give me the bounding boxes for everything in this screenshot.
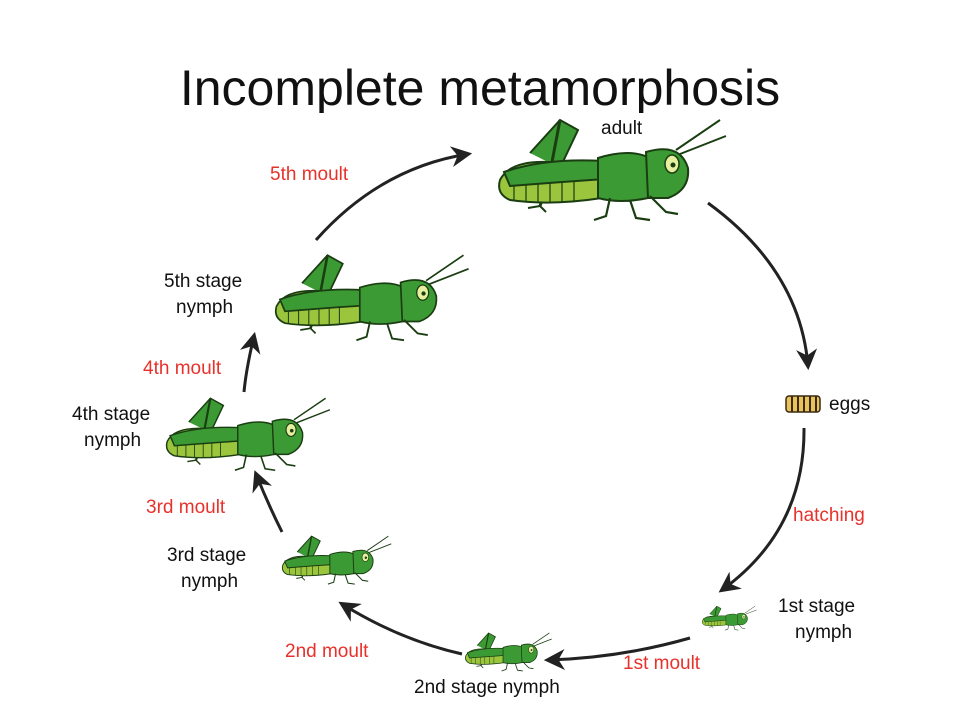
- label-5th-moult: 5th moult: [270, 164, 349, 185]
- arrow-2nd-moult: [338, 601, 463, 656]
- label-1st-stage-line2: nymph: [795, 622, 852, 643]
- label-2nd-moult: 2nd moult: [285, 641, 369, 662]
- arrow-1st-moult: [543, 636, 691, 671]
- arrow-to-eggs: [707, 201, 818, 371]
- label-3rd-stage-line1: 3rd stage: [167, 545, 246, 566]
- label-1st-moult: 1st moult: [623, 653, 701, 674]
- second-stage-nymph-illustration: [464, 632, 553, 672]
- label-1st-stage-line1: 1st stage: [778, 596, 855, 617]
- arrow-hatching: [718, 427, 806, 593]
- label-3rd-moult: 3rd moult: [146, 497, 226, 518]
- label-4th-stage-line1: 4th stage: [72, 404, 150, 425]
- arrow-5th-moult: [314, 146, 473, 241]
- label-4th-moult: 4th moult: [143, 358, 222, 379]
- fourth-stage-nymph-illustration: [165, 397, 331, 472]
- label-3rd-stage-line2: nymph: [181, 571, 238, 592]
- fifth-stage-nymph-illustration: [274, 253, 470, 342]
- page-title: Incomplete metamorphosis: [179, 60, 781, 113]
- label-eggs: eggs: [829, 394, 870, 415]
- label-5th-stage-line2: nymph: [176, 297, 233, 318]
- arrow-3rd-moult: [252, 470, 284, 533]
- label-adult: adult: [601, 118, 643, 139]
- eggs-illustration: [785, 395, 821, 413]
- label-4th-stage-line2: nymph: [84, 430, 141, 451]
- third-stage-nymph-illustration: [281, 535, 392, 585]
- label-2nd-stage-nymph: 2nd stage nymph: [414, 677, 560, 698]
- label-5th-stage-line1: 5th stage: [164, 271, 242, 292]
- title-area: Incomplete metamorphosis: [0, 0, 960, 113]
- first-stage-nymph-illustration: [701, 605, 758, 631]
- arrow-4th-moult: [239, 331, 261, 393]
- label-hatching: hatching: [793, 505, 865, 526]
